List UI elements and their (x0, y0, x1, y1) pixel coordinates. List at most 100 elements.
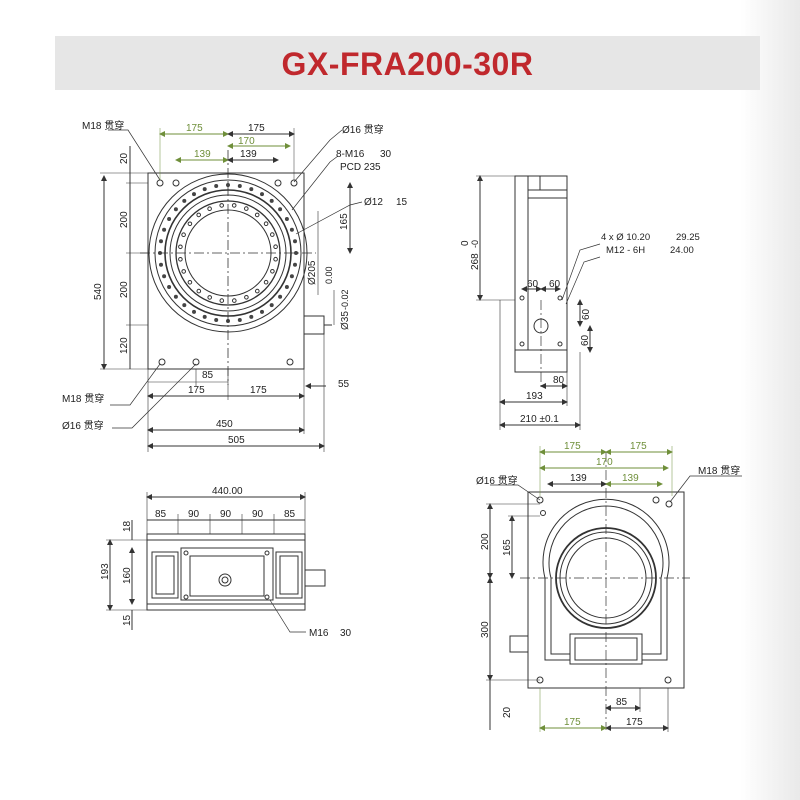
bolt-hole (278, 294, 283, 299)
bolt-hole (293, 262, 297, 267)
top-dim-175-right: 175 (248, 123, 265, 134)
page-title: GX-FRA200-30R (281, 46, 534, 82)
top-view-green-dims (159, 128, 295, 180)
top-dim-200-bottom: 200 (119, 281, 130, 298)
bolt-hole (273, 256, 278, 262)
top-dim-120: 120 (119, 337, 130, 354)
bottom-dim-170: 170 (596, 457, 613, 468)
front-m16-label: M16 (309, 628, 329, 639)
side-holes-b: M12 - 6H (606, 245, 645, 256)
top-d12-label: Ø12 (364, 197, 383, 208)
bolt-hole (289, 274, 294, 279)
bottom-dim-20: 20 (502, 706, 513, 718)
top-dim-d35: Ø35 (340, 311, 351, 330)
bolt-hole (260, 309, 264, 314)
front-dim-160: 160 (122, 567, 133, 584)
top-dim-20: 20 (119, 152, 130, 164)
bolt-hole (167, 217, 172, 221)
front-dim-18: 18 (122, 520, 133, 532)
bolt-hole (182, 303, 187, 308)
bolt-hole (202, 314, 207, 319)
bolt-hole (159, 239, 163, 244)
front-dim-193: 193 (100, 563, 111, 580)
bolt-hole (249, 314, 254, 319)
bolt-hole (202, 187, 207, 192)
top-dim-170: 170 (238, 136, 255, 147)
top-dim-d35-nominal: 0.00 (324, 266, 334, 284)
front-dim-440: 440.00 (212, 486, 243, 497)
side-dim-268: 268 (470, 253, 481, 270)
bolt-hole (162, 227, 167, 232)
top-dim-505: 505 (228, 435, 245, 446)
side-dim-0: 0 (460, 240, 471, 246)
bolt-hole (187, 280, 193, 285)
front-dim-15: 15 (122, 614, 133, 626)
front-dim-85-right: 85 (284, 509, 296, 520)
bolt-hole (270, 232, 275, 237)
front-view (106, 492, 326, 633)
top-dim-139-right: 139 (240, 149, 257, 160)
side-holes-b-depth: 24.00 (670, 245, 694, 256)
side-view (476, 175, 601, 430)
right-edge-shadow (740, 0, 800, 800)
top-m16-depth: 30 (380, 149, 392, 160)
top-m18-label: M18 贯穿 (82, 119, 124, 132)
bottom-view (486, 452, 742, 732)
bolt-hole (192, 309, 196, 314)
bolt-hole (167, 285, 172, 289)
side-holes-a: 4 x Ø 10.20 (601, 232, 650, 243)
bolt-hole (173, 294, 178, 299)
bottom-dim-165: 165 (502, 539, 513, 556)
top-dim-85: 85 (202, 370, 214, 381)
bolt-hole (270, 269, 275, 274)
bolt-hole (289, 227, 294, 232)
side-dim-60-a: 60 (527, 279, 539, 290)
bolt-hole (278, 207, 283, 212)
bolt-hole (254, 212, 260, 218)
side-dim-60-d: 60 (580, 334, 591, 346)
bolt-hole (207, 295, 212, 300)
bolt-hole (207, 206, 212, 211)
top-pcd-label: PCD 235 (340, 162, 381, 173)
front-m16-depth: 30 (340, 628, 352, 639)
bolt-hole (162, 274, 167, 279)
bottom-m18-label: M18 贯穿 (698, 464, 740, 477)
top-d16-label: Ø16 贯穿 (342, 123, 384, 136)
bolt-hole (181, 232, 186, 237)
top-m18-bottom-label: M18 贯穿 (62, 392, 104, 405)
top-m16-label: 8-M16 (336, 149, 365, 160)
top-dim-139-left: 139 (194, 149, 211, 160)
bolt-hole (226, 183, 230, 187)
top-view (100, 129, 363, 452)
bolt-hole (214, 318, 219, 322)
bolt-hole (260, 192, 264, 197)
bolt-hole (293, 239, 297, 244)
bolt-hole (178, 244, 183, 250)
bolt-hole (219, 298, 225, 303)
bottom-dim-139-left: 139 (570, 473, 587, 484)
bolt-hole (294, 251, 298, 255)
side-dim-268-tol: -0 (470, 240, 480, 248)
bottom-dim-139-right: 139 (622, 473, 639, 484)
top-dim-175-bl: 175 (188, 385, 205, 396)
top-dim-175-left: 175 (186, 123, 203, 134)
top-dim-d205: Ø205 (307, 260, 318, 285)
bottom-dim-175-bl: 175 (564, 717, 581, 728)
top-d12-depth: 15 (396, 197, 408, 208)
bolt-hole (263, 279, 269, 285)
bolt-hole (237, 184, 242, 188)
top-dim-175-br: 175 (250, 385, 267, 396)
bolt-hole (178, 257, 183, 262)
bolt-hole (182, 198, 187, 203)
outer-bolt-holes (158, 183, 298, 323)
bolt-hole (244, 295, 249, 300)
bolt-hole (219, 203, 224, 208)
top-d16-bottom-label: Ø16 贯穿 (62, 419, 104, 432)
front-dim-90-c: 90 (252, 509, 264, 520)
side-holes-a-depth: 29.25 (676, 232, 700, 243)
bolt-hole (159, 262, 163, 267)
top-dim-540: 540 (93, 283, 104, 300)
bolt-hole (196, 212, 201, 218)
bolt-hole (244, 206, 249, 211)
bottom-view-green-dims (539, 446, 673, 732)
